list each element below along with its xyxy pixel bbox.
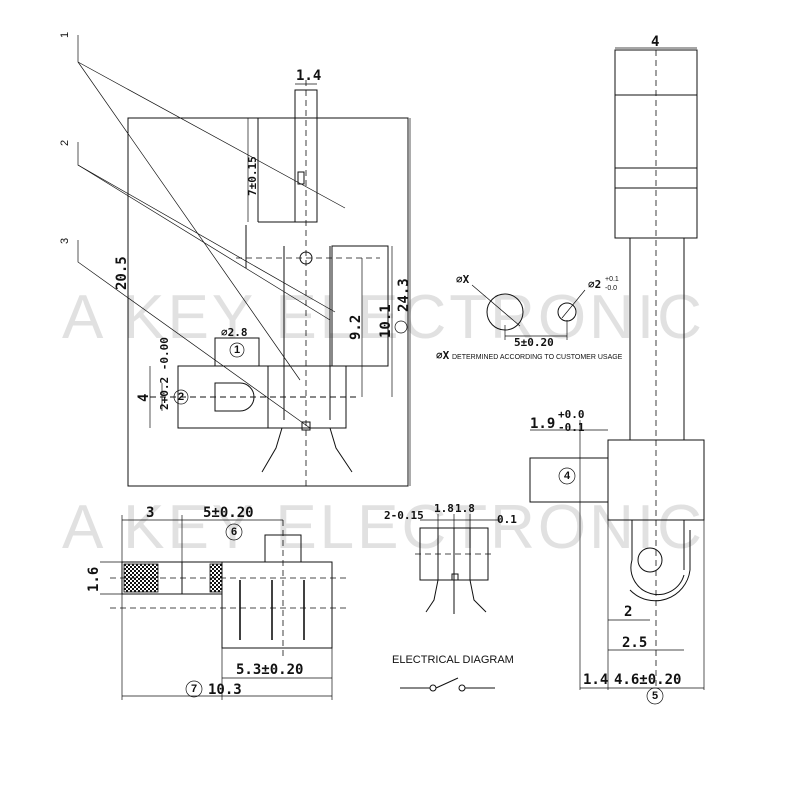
marker-1-circle: [229, 342, 245, 358]
dim-1-9: 1.9: [530, 416, 555, 432]
dim-5-020-hole: 5±0.20: [514, 336, 554, 349]
marker-5-circle: [646, 687, 664, 705]
switch-symbol: [400, 677, 495, 692]
dim-1-9-lower: -0.1: [558, 421, 585, 434]
callout-1: 1: [59, 32, 71, 38]
dim-3-bottom: 3: [146, 505, 154, 521]
watermark-top: A KEY ELECTRONIC: [62, 283, 705, 352]
phi-2-tol-upper: +0.1: [605, 276, 619, 283]
dim-5-3: 5.3±0.20: [236, 662, 303, 678]
dim-10-1: 10.1: [378, 304, 394, 338]
dim-24-3: 24.3: [396, 278, 412, 312]
dim-4-side: 4: [651, 34, 659, 50]
dim-2-side: 2: [624, 604, 632, 620]
electrical-diagram-title: ELECTRICAL DIAGRAM: [392, 654, 514, 666]
note-symbol: ⌀X: [436, 349, 450, 362]
dim-5-020-bottom: 5±0.20: [203, 505, 254, 521]
marker-5: 5: [652, 690, 658, 702]
marker-8-circle: [394, 320, 408, 334]
hole-detail: [471, 284, 586, 340]
phi-2: ⌀2: [588, 278, 601, 291]
dim-4-front: 4: [136, 394, 152, 402]
dim-10-3: 10.3: [208, 682, 242, 698]
front-view: [127, 80, 411, 487]
dim-1-6: 1.6: [86, 567, 102, 592]
dim-20-5: 20.5: [114, 256, 130, 290]
callout-3: 3: [59, 238, 71, 244]
dim-1-4-lever: 1.4: [296, 68, 321, 84]
dim-4-6: 4.6±0.20: [614, 672, 681, 688]
callout-2: 2: [59, 140, 71, 146]
marker-7: 7: [191, 683, 197, 695]
dim-phi-2-8: ⌀2.8: [221, 326, 248, 339]
marker-2-circle: [173, 389, 189, 405]
pin-view: [415, 514, 500, 614]
marker-7-circle: [185, 680, 203, 698]
watermark-bottom: A KEY ELECTRONIC: [62, 493, 705, 562]
dim-1-4-side: 1.4: [583, 672, 608, 688]
side-view: [529, 47, 705, 690]
dim-1-8-a: 1.8: [434, 502, 454, 515]
marker-6: 6: [231, 526, 237, 538]
dim-2-015: 2-0.15: [384, 509, 424, 522]
callout-leaders: [77, 35, 346, 429]
marker-2: 2: [178, 391, 184, 403]
dim-1-9-upper: +0.0: [558, 408, 585, 421]
dim-2-5: 2.5: [622, 635, 647, 651]
marker-4-circle: [558, 467, 576, 485]
marker-1: 1: [234, 344, 240, 356]
marker-4: 4: [564, 470, 571, 482]
phi-x: ⌀X: [456, 273, 470, 286]
dim-0-1: 0.1: [497, 513, 517, 526]
dim-9-2: 9.2: [348, 315, 364, 340]
usage-note: DETERMINED ACCORDING TO CUSTOMER USAGE: [452, 354, 623, 361]
dim-2-tol: 2+0.2 -0.00: [158, 337, 171, 410]
dim-7-015: 7±0.15: [246, 156, 259, 196]
bottom-view: [100, 515, 350, 700]
marker-6-circle: [225, 523, 243, 541]
dim-1-8-b: 1.8: [455, 502, 475, 515]
phi-2-tol-lower: -0.0: [605, 285, 617, 292]
